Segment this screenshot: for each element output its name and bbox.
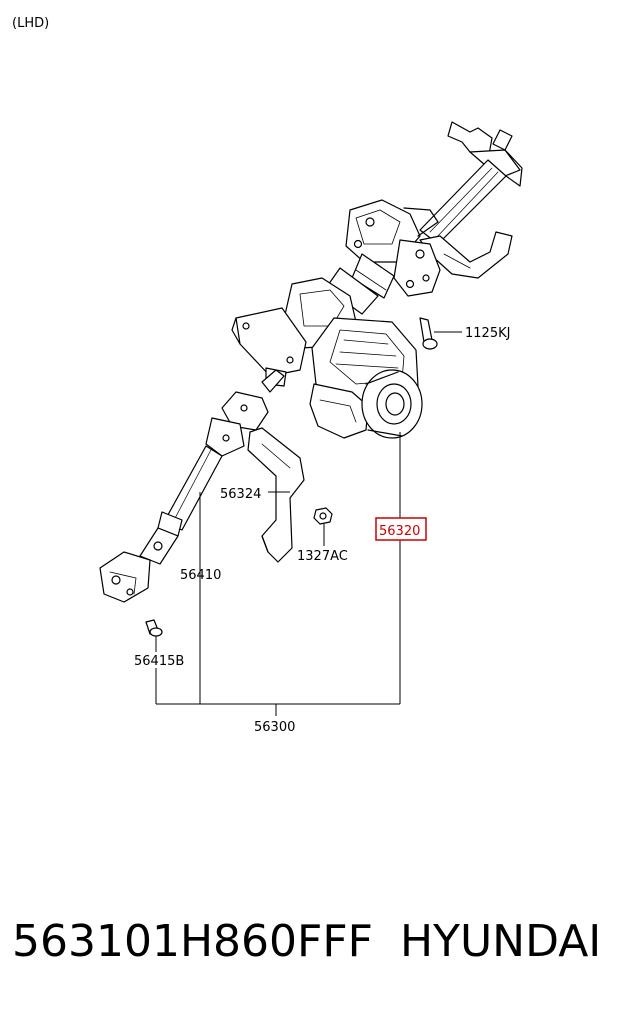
callout-56410[interactable]: 56410 bbox=[180, 568, 221, 583]
bolt-56415b-drawing bbox=[145, 619, 163, 637]
column-middle-tube bbox=[325, 253, 395, 315]
bolt-1125kj-drawing bbox=[419, 317, 438, 350]
callout-56320[interactable]: 56320 bbox=[379, 524, 420, 539]
callout-56415b[interactable]: 56415B bbox=[134, 654, 184, 669]
intermediate-shaft bbox=[99, 369, 285, 603]
variant-label: (LHD) bbox=[12, 16, 49, 31]
brand-name: HYUNDAI bbox=[400, 916, 602, 967]
bracket-56324-drawing bbox=[247, 427, 305, 563]
callout-1327ac[interactable]: 1327AC bbox=[297, 549, 348, 564]
nut-1327ac-drawing bbox=[313, 507, 333, 525]
callout-1125kj[interactable]: 1125KJ bbox=[465, 326, 510, 341]
callout-56300[interactable]: 56300 bbox=[254, 720, 295, 735]
callout-56324[interactable]: 56324 bbox=[220, 487, 261, 502]
tilt-bracket bbox=[345, 199, 513, 297]
callout-56320-highlight-box bbox=[375, 517, 427, 541]
steering-column-assembly-drawing bbox=[99, 121, 523, 637]
callout-56320-group[interactable]: 56320 bbox=[375, 517, 427, 541]
part-footer: 563101H860FFF HYUNDAI bbox=[12, 912, 612, 972]
eps-motor-housing bbox=[309, 317, 423, 439]
upper-shaft bbox=[419, 121, 523, 245]
leader-lines bbox=[155, 331, 462, 716]
part-number: 563101H860FFF bbox=[12, 916, 373, 967]
